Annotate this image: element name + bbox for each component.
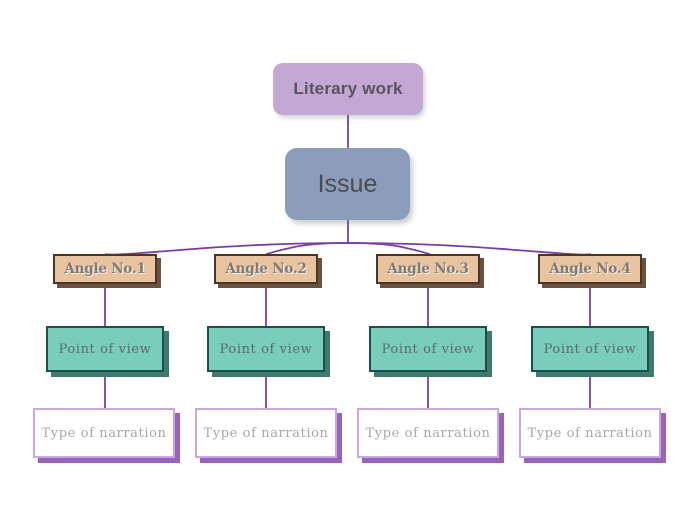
node-issue[interactable]: Issue bbox=[285, 148, 410, 220]
node-angle-3[interactable]: Angle No.3 bbox=[376, 254, 480, 284]
node-type-of-narration-3[interactable]: Type of narration bbox=[357, 408, 499, 458]
node-angle-1[interactable]: Angle No.1 bbox=[53, 254, 157, 284]
node-point-of-view-3[interactable]: Point of view bbox=[369, 326, 487, 372]
node-literary-work[interactable]: Literary work bbox=[273, 63, 423, 115]
node-point-of-view-2[interactable]: Point of view bbox=[207, 326, 325, 372]
connector-issue-to-angle-3 bbox=[347, 242, 431, 255]
connector-issue-to-angle-4 bbox=[347, 242, 592, 256]
connector-issue-to-angle-1 bbox=[104, 242, 349, 256]
node-point-of-view-4[interactable]: Point of view bbox=[531, 326, 649, 372]
connector-issue-to-angle-2 bbox=[265, 242, 349, 255]
node-type-of-narration-1[interactable]: Type of narration bbox=[33, 408, 175, 458]
node-angle-2[interactable]: Angle No.2 bbox=[214, 254, 318, 284]
node-angle-4[interactable]: Angle No.4 bbox=[538, 254, 642, 284]
node-type-of-narration-4[interactable]: Type of narration bbox=[519, 408, 661, 458]
node-point-of-view-1[interactable]: Point of view bbox=[46, 326, 164, 372]
node-type-of-narration-2[interactable]: Type of narration bbox=[195, 408, 337, 458]
